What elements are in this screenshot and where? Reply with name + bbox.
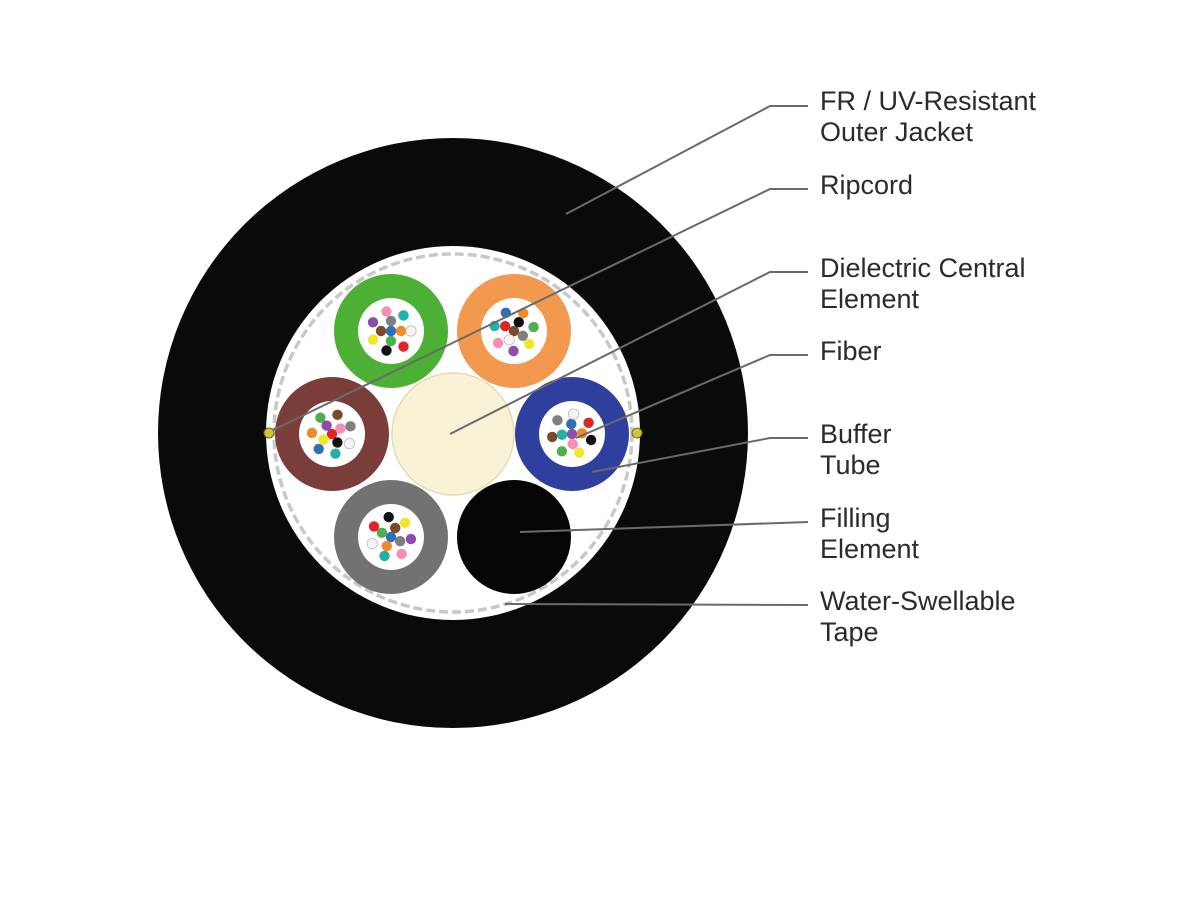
fiber <box>381 345 392 356</box>
leader-line-water-swellable-tape <box>504 603 809 606</box>
label-filling-element: Filling Element <box>820 503 920 564</box>
label-ripcord: Ripcord <box>820 170 913 200</box>
leader-line-central-element <box>449 271 808 435</box>
fiber <box>492 337 504 349</box>
fiber <box>367 317 379 328</box>
leader-line-fiber <box>575 354 808 439</box>
leader-line-filling-element <box>519 521 809 533</box>
fiber <box>556 446 568 457</box>
fiber <box>332 409 343 420</box>
dielectric-central-element <box>391 372 515 496</box>
fiber <box>585 434 597 446</box>
fiber <box>390 522 401 534</box>
fiber <box>517 330 528 341</box>
fiber <box>326 428 338 440</box>
label-fiber: Fiber <box>820 336 882 366</box>
fiber <box>405 325 417 337</box>
fiber <box>306 427 318 439</box>
buffer-tube-gray <box>334 480 448 594</box>
ripcord-left <box>263 427 275 439</box>
fiber <box>398 310 409 321</box>
fiber <box>315 412 326 423</box>
fiber <box>385 335 397 347</box>
fiber <box>547 431 558 443</box>
label-outer-jacket: FR / UV-Resistant Outer Jacket <box>820 86 1044 147</box>
fiber <box>552 415 563 426</box>
fiber <box>524 338 535 350</box>
fiber <box>508 325 520 337</box>
fiber <box>556 429 568 440</box>
fiber <box>321 420 332 431</box>
fiber <box>385 531 397 543</box>
fiber <box>399 517 411 528</box>
fiber <box>503 334 515 346</box>
fiber <box>385 325 397 337</box>
fiber <box>508 345 519 357</box>
fiber <box>343 437 356 450</box>
fiber <box>405 533 417 545</box>
fiber <box>500 321 511 332</box>
buffer-tube-brown <box>275 377 389 491</box>
leader-line-ripcord <box>272 188 808 431</box>
buffer-tube-blue <box>515 377 629 491</box>
fiber <box>318 434 329 445</box>
fiber <box>567 438 578 450</box>
fiber <box>335 423 346 434</box>
label-buffer-tube: Buffer Tube <box>820 419 899 480</box>
fiber <box>381 306 392 317</box>
fiber <box>385 315 397 327</box>
fiber <box>528 321 539 333</box>
fiber <box>513 317 524 328</box>
fiber <box>345 421 356 432</box>
fiber <box>313 443 324 455</box>
fiber <box>375 325 387 337</box>
leader-line-outer-jacket <box>565 105 808 215</box>
leader-lines <box>272 105 809 606</box>
fiber <box>383 511 394 523</box>
fiber <box>398 341 409 352</box>
ripcord-right <box>631 427 643 439</box>
fiber <box>566 418 577 430</box>
fiber <box>567 408 580 420</box>
filling-element <box>457 480 571 594</box>
label-central-element: Dielectric Central Element <box>820 253 1033 314</box>
fiber <box>330 448 341 459</box>
fiber <box>368 521 380 532</box>
fiber <box>395 325 407 337</box>
fiber <box>574 447 585 458</box>
fiber <box>366 538 378 550</box>
leader-line-buffer-tube <box>591 437 808 473</box>
cable-cross-section <box>158 138 748 728</box>
fiber <box>332 437 343 448</box>
fiber <box>379 550 390 562</box>
label-water-swellable-tape: Water-Swellable Tape <box>820 586 1023 647</box>
fiber <box>394 536 406 547</box>
fiber <box>367 334 379 345</box>
fiber <box>566 428 578 440</box>
fiber <box>381 540 392 552</box>
labels: FR / UV-Resistant Outer Jacket Ripcord D… <box>820 86 1044 647</box>
fiber <box>376 527 388 538</box>
fiber <box>396 548 407 560</box>
buffer-tube-orange <box>457 274 571 388</box>
fiber <box>583 417 594 428</box>
buffer-tube-green <box>334 274 448 388</box>
